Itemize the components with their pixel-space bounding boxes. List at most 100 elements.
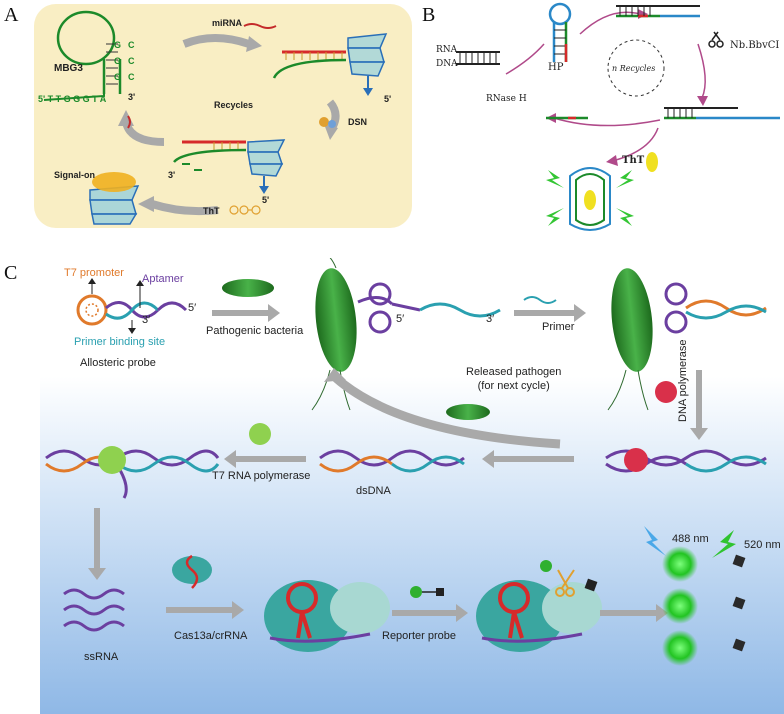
bacterium-bound-1 bbox=[311, 258, 357, 411]
arrow-4-shaft bbox=[494, 456, 574, 462]
dsn-enzyme bbox=[319, 117, 336, 128]
label-dna-polymerase: DNA polymerase bbox=[677, 339, 689, 422]
label-3prime-top: 3' bbox=[128, 92, 136, 102]
label-5prime-probe: 5′ bbox=[188, 302, 197, 314]
label-488nm: 488 nm bbox=[672, 533, 709, 545]
label-3prime-bound: 3′ bbox=[486, 313, 495, 325]
ssrna-strands bbox=[63, 588, 125, 632]
panel-c-graphics bbox=[45, 258, 767, 666]
stem-letter-2: C bbox=[128, 40, 135, 50]
reporter-probe-icon bbox=[410, 586, 444, 598]
label-signal-on: Signal-on bbox=[54, 170, 95, 180]
label-reporter-probe: Reporter probe bbox=[382, 630, 456, 642]
rna-dna-duplex bbox=[456, 51, 500, 65]
recycles-circle bbox=[607, 39, 665, 97]
label-t7-promoter: T7 promoter bbox=[64, 267, 124, 279]
arrow-9-head bbox=[656, 604, 668, 622]
g-quadruplex-mid bbox=[247, 139, 286, 177]
quencher-cubes bbox=[732, 554, 746, 652]
excitation-bolt-icon bbox=[644, 526, 666, 556]
label-hp: HP bbox=[548, 62, 564, 73]
bacterium-released bbox=[446, 404, 490, 420]
primer-strand-icon bbox=[523, 296, 557, 304]
label-primer-binding-site: Primer binding site bbox=[74, 336, 166, 348]
t7-polymerase-icon bbox=[249, 423, 271, 445]
nicked-duplex bbox=[664, 107, 780, 120]
arrow-4-head bbox=[482, 450, 494, 468]
hairpin-loop bbox=[56, 10, 116, 66]
g-quadruplex-top bbox=[347, 33, 388, 77]
label-rna: RNA bbox=[436, 45, 458, 55]
dna-polymerase-icon bbox=[655, 381, 677, 403]
arrow-to-g4 bbox=[615, 127, 659, 161]
tht-yellow-b bbox=[646, 152, 658, 172]
cas13a-small bbox=[172, 554, 212, 589]
label-rnase-h: RNase H bbox=[486, 94, 527, 104]
label-3prime-mid: 3' bbox=[168, 170, 176, 180]
arrow-2-shaft bbox=[514, 310, 574, 316]
arrow-5-shaft bbox=[236, 456, 306, 462]
label-mbg3: MBG3 bbox=[54, 63, 83, 74]
arrow-1-shaft bbox=[212, 310, 268, 316]
label-tht-a: ThT bbox=[203, 206, 220, 216]
label-dsn: DSN bbox=[348, 117, 368, 127]
arrow-3-head bbox=[690, 428, 708, 440]
bacterium-small bbox=[222, 279, 274, 297]
arrow-7-shaft bbox=[166, 607, 232, 613]
hp-duplex-top bbox=[616, 5, 700, 18]
label-primer: Primer bbox=[542, 321, 575, 333]
tht-molecule bbox=[229, 205, 261, 215]
scissors-icon-c bbox=[555, 569, 575, 597]
cycle-arc-top bbox=[579, 11, 641, 35]
label-mirna: miRNA bbox=[212, 18, 243, 28]
label-dna: DNA bbox=[436, 59, 458, 69]
g4-structure bbox=[569, 167, 611, 231]
cycle-arc-right bbox=[697, 43, 706, 99]
label-5prime-mid: 5' bbox=[262, 195, 270, 205]
emission-bolt-icon bbox=[712, 530, 736, 558]
tht-arrow bbox=[150, 200, 219, 216]
arrow-8-head bbox=[456, 604, 468, 622]
hp-loop bbox=[548, 2, 572, 26]
mirna-strand bbox=[243, 23, 277, 29]
signal-glow bbox=[92, 172, 136, 192]
fluorescence-flashes bbox=[546, 170, 634, 226]
stem-letter-5: G bbox=[114, 72, 122, 82]
label-n-recycles: n Recycles bbox=[612, 64, 656, 73]
probe-tail bbox=[43, 92, 105, 101]
bacterium-bound-2 bbox=[607, 268, 653, 411]
cas13a-complex-2 bbox=[476, 580, 602, 652]
duplex-green bbox=[272, 58, 347, 79]
label-dsdna: dsDNA bbox=[356, 485, 391, 497]
label-ssrna: ssRNA bbox=[84, 651, 119, 663]
arrow-5-head bbox=[224, 450, 236, 468]
panel-a-graphics bbox=[43, 10, 388, 225]
dsdna-left bbox=[45, 449, 220, 499]
allosteric-probe bbox=[76, 278, 188, 334]
cas13a-complex-1 bbox=[264, 580, 390, 652]
label-5prime-right: 5' bbox=[384, 94, 392, 104]
mid-duplex-green bbox=[173, 148, 247, 163]
scissors-icon-b bbox=[708, 31, 724, 48]
label-allosteric-probe: Allosteric probe bbox=[80, 357, 156, 369]
signal-quadruplex bbox=[89, 185, 140, 225]
panel-label-a: A bbox=[4, 4, 19, 26]
glow-spot-3 bbox=[662, 630, 698, 666]
label-tht-b: ThT bbox=[622, 155, 645, 166]
cycle-arc-bottom bbox=[553, 117, 661, 127]
panel-b-graphics bbox=[456, 2, 780, 231]
panel-c-background bbox=[40, 258, 784, 714]
label-5prime-bound: 5′ bbox=[396, 313, 405, 325]
stem-letter-4: C bbox=[128, 56, 135, 66]
glow-spot-1 bbox=[662, 546, 698, 582]
label-520nm: 520 nm bbox=[744, 539, 781, 551]
aptamer-bound-2 bbox=[664, 282, 767, 334]
cycle-arrow-top bbox=[182, 34, 251, 48]
panel-label-b: B bbox=[422, 4, 436, 26]
label-aptamer: Aptamer bbox=[142, 273, 184, 285]
stem-letter-3: G bbox=[114, 56, 122, 66]
panel-label-c: C bbox=[4, 262, 18, 284]
stem-letter-6: C bbox=[128, 72, 135, 82]
arrow-9-shaft bbox=[600, 610, 656, 616]
arrow-3-shaft bbox=[696, 370, 702, 430]
